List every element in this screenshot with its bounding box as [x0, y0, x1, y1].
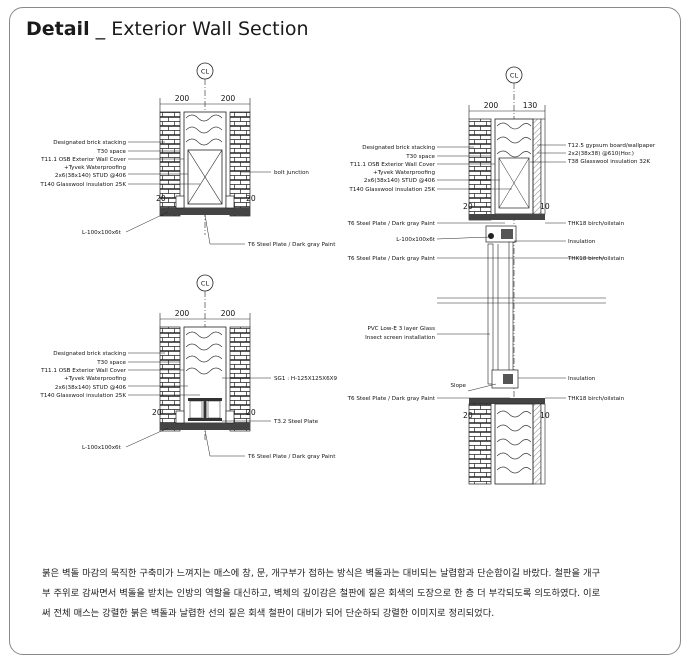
label-osb-3: T11.1 OSB Exterior Wall Cover	[349, 162, 436, 168]
label-t30-1: T30 space	[96, 149, 126, 155]
cl-label-3: CL	[510, 72, 519, 80]
label-stud-1: 2x6(38x140) STUD @406	[55, 173, 127, 179]
detail-panel	[9, 7, 681, 655]
page-title: Detail _ Exterior Wall Section	[26, 18, 309, 40]
label-bolt: bolt junction	[274, 170, 309, 176]
description-text: 붉은 벽돌 마감의 묵직한 구축미가 느껴지는 매스에 창, 문, 개구부가 접…	[42, 564, 654, 624]
dim-200-1b: 200	[221, 94, 236, 103]
label-glasswool-1: T140 Glasswool insulation 25K	[39, 182, 126, 188]
label-t6-2: T6 Steel Plate / Dark gray Paint	[247, 454, 336, 460]
label-angle-2: L-100x100x6t	[82, 445, 122, 451]
label-stud-3: 2x6(38x140) STUD @406	[364, 178, 436, 184]
dim-200-1a: 200	[175, 94, 190, 103]
label-insulation-a: Insulation	[568, 239, 596, 245]
detail-bolt-junction: CL 200 200 20 20	[39, 62, 336, 248]
dim-200-2a: 200	[175, 309, 190, 318]
dim-130-3: 130	[523, 101, 538, 110]
label-thk18-b: THK18 birch/oilstain	[567, 256, 625, 262]
label-thk18-a: THK18 birch/oilstain	[567, 221, 625, 227]
title-separator: _	[95, 18, 106, 40]
label-tyvek-1: +Tyvek Waterproofing	[64, 165, 126, 171]
label-t6-3b: T6 Steel Plate / Dark gray Paint	[347, 256, 436, 262]
label-stud-2x2: 2x2(38x38) @610(Hor.)	[568, 151, 634, 157]
insulation-2	[185, 331, 223, 375]
dim-10-3b: 10	[540, 411, 550, 420]
label-angle-3: L-100x100x6t	[396, 237, 436, 243]
label-angle-1: L-100x100x6t	[82, 230, 122, 236]
brick-wall-right-2	[229, 326, 251, 432]
label-t30-2: T30 space	[96, 360, 126, 366]
label-insulation-b: Insulation	[568, 376, 596, 382]
label-t30-3: T30 space	[405, 154, 435, 160]
brick-wall-left-1	[159, 111, 181, 217]
label-gypsum: T12.5 gypsum board/wallpaper	[567, 143, 656, 149]
title-strong: Detail	[26, 18, 90, 40]
dim-10-3a: 10	[540, 202, 550, 211]
dim-20-2a: 20	[152, 408, 162, 417]
detail-window-section: CL 200 130 20 10	[347, 66, 656, 485]
detail-steel-girder: CL 200 200 20 20	[39, 274, 338, 460]
label-insect-screen: Insect screen installation	[365, 335, 435, 341]
label-t32: T3.2 Steel Plate	[273, 419, 319, 425]
dim-20-2b: 20	[246, 408, 256, 417]
label-osb-1: T11.1 OSB Exterior Wall Cover	[40, 157, 127, 163]
description-line-3: 써 전체 매스는 강렬한 붉은 벽돌과 날렵한 선의 짙은 회색 철판이 대비가…	[42, 608, 495, 619]
label-t6-3c: T6 Steel Plate / Dark gray Paint	[347, 396, 436, 402]
h-beam	[188, 398, 222, 421]
label-t6-1: T6 Steel Plate / Dark gray Paint	[247, 242, 336, 248]
label-osb-2: T11.1 OSB Exterior Wall Cover	[40, 368, 127, 374]
steel-plate-2	[160, 423, 250, 430]
brick-lower-3	[468, 403, 492, 485]
label-brick-2: Designated brick stacking	[53, 351, 126, 357]
label-glasswool-38: T38 Glasswool insulation 32K	[567, 159, 650, 165]
title-light: Exterior Wall Section	[111, 18, 309, 40]
brick-wall-right-1	[229, 111, 251, 217]
label-brick-3: Designated brick stacking	[362, 145, 435, 151]
description-line-2: 부 주위로 감싸면서 벽돌을 받치는 인방의 역할을 대신하고, 벽체의 깊이감…	[42, 588, 601, 599]
dim-200-2b: 200	[221, 309, 236, 318]
cl-label-1: CL	[201, 68, 210, 76]
label-stud-2: 2x6(38x140) STUD @406	[55, 385, 127, 391]
cl-label-2: CL	[201, 280, 210, 288]
label-thk18-c: THK18 birch/oilstain	[567, 396, 625, 402]
window-glass	[487, 243, 494, 385]
dim-200-3: 200	[484, 101, 499, 110]
label-tyvek-3: +Tyvek Waterproofing	[373, 170, 435, 176]
label-glasswool-2: T140 Glasswool insulation 25K	[39, 393, 126, 399]
dim-20-1a: 20	[156, 194, 166, 203]
label-t6-3a: T6 Steel Plate / Dark gray Paint	[347, 221, 436, 227]
steel-plate-1	[160, 208, 250, 215]
description-line-1: 붉은 벽돌 마감의 묵직한 구축미가 느껴지는 매스에 창, 문, 개구부가 접…	[42, 568, 601, 579]
label-sg1: SG1 : H-125X125X6X9	[274, 376, 338, 382]
insulation-1	[185, 114, 223, 146]
dim-20-3b: 20	[463, 411, 473, 420]
label-tyvek-2: +Tyvek Waterproofing	[64, 376, 126, 382]
label-slope: Slope	[450, 383, 466, 389]
dim-20-1b: 20	[246, 194, 256, 203]
label-glasswool-3: T140 Glasswool insulation 25K	[348, 187, 435, 193]
dim-20-3a: 20	[463, 202, 473, 211]
label-brick-1: Designated brick stacking	[53, 140, 126, 146]
label-pvc-glass: PVC Low-E 3 layer Glass	[367, 326, 435, 332]
